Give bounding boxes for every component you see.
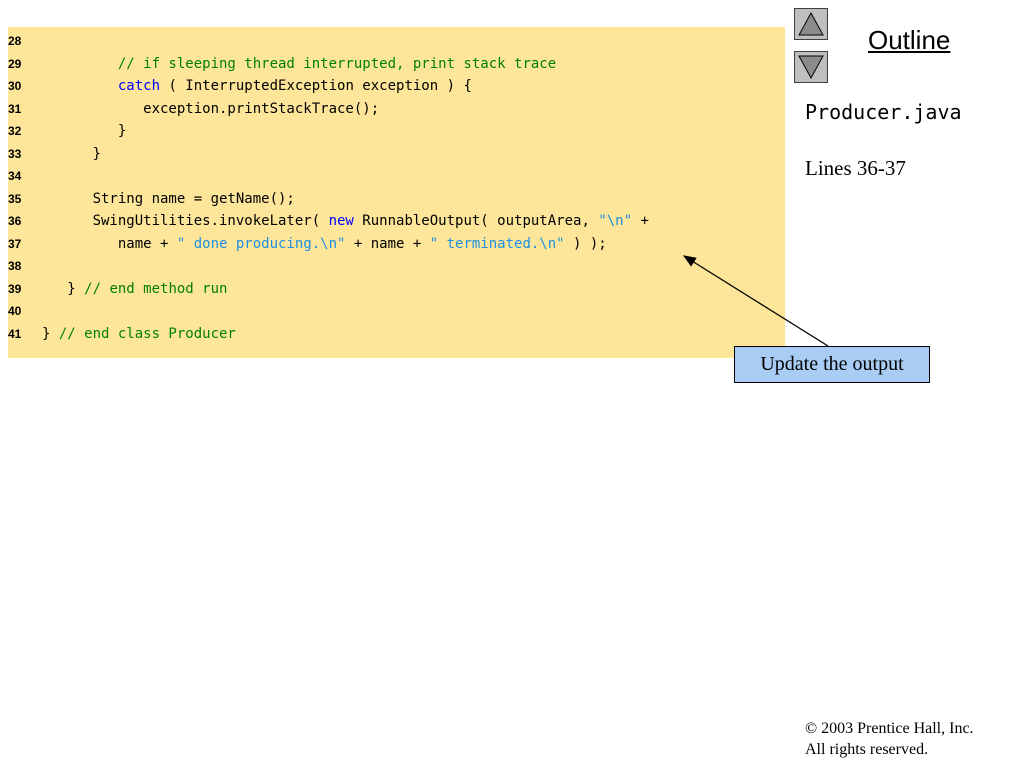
code-token-plain: } [42, 280, 85, 297]
line-number: 35 [8, 191, 22, 206]
code-token-plain: exception.printStackTrace(); [42, 100, 380, 117]
code-token-plain: } [42, 145, 102, 162]
code-token-plain: ( InterruptedException exception ) { [160, 78, 472, 94]
triangle-down-icon [798, 55, 824, 80]
code-text: } [42, 120, 126, 142]
code-token-comment: // end class Producer [58, 325, 236, 342]
line-number: 34 [8, 169, 22, 183]
line-number: 40 [8, 304, 22, 318]
code-token-keyword: catch [117, 78, 161, 94]
line-number: 36 [8, 214, 22, 228]
code-token-plain [42, 78, 118, 94]
code-text: String name = getName(); [42, 188, 295, 210]
code-token-plain: RunnableOutput( outputArea, [353, 213, 599, 229]
line-number: 37 [8, 236, 22, 251]
line-number: 33 [8, 146, 22, 161]
code-token-keyword: new [328, 213, 354, 229]
line-number: 30 [8, 79, 22, 93]
rights-line: All rights reserved. [805, 741, 929, 758]
copyright-line: © 2003 Prentice Hall, Inc. [805, 720, 974, 737]
code-token-comment: // if sleeping thread interrupted, print… [117, 55, 557, 72]
code-text: } // end class Producer [42, 323, 236, 345]
code-text: exception.printStackTrace(); [42, 98, 379, 120]
code-token-comment: // end method run [84, 280, 228, 297]
code-panel: 28 29 // if sleeping thread interrupted, … [8, 27, 785, 358]
code-text: SwingUtilities.invokeLater( new Runnable… [42, 210, 649, 232]
copyright-notice: © 2003 Prentice Hall, Inc. All rights re… [805, 718, 974, 760]
code-token-string: " done producing.\n" [176, 235, 346, 252]
code-token-string: "\n" [598, 213, 633, 229]
code-token-plain [42, 56, 118, 72]
code-token-plain: String name = getName(); [42, 190, 295, 207]
line-number: 28 [8, 34, 22, 48]
code-token-plain: } [42, 325, 59, 342]
line-number: 29 [8, 56, 22, 71]
code-token-plain: ) ); [564, 235, 607, 252]
line-number: 39 [8, 281, 22, 296]
line-number: 38 [8, 259, 22, 273]
code-token-plain: + name + [345, 235, 430, 252]
code-token-plain: name + [42, 235, 177, 252]
previous-slide-button[interactable] [794, 8, 828, 40]
line-number: 41 [8, 326, 22, 341]
file-name: Producer.java [805, 100, 962, 124]
line-number: 31 [8, 101, 22, 116]
code-token-plain: } [42, 123, 127, 139]
code-token-plain: + [632, 213, 649, 229]
next-slide-button[interactable] [794, 51, 828, 83]
line-number: 32 [8, 124, 22, 138]
outline-link[interactable]: Outline [868, 25, 951, 55]
code-text: // if sleeping thread interrupted, print… [42, 53, 556, 75]
code-text: name + " done producing.\n" + name + " t… [42, 233, 607, 255]
code-text: } // end method run [42, 278, 227, 300]
triangle-up-icon [798, 11, 824, 36]
code-token-string: " terminated.\n" [429, 235, 565, 252]
code-text: catch ( InterruptedException exception )… [42, 75, 472, 97]
code-text: } [42, 143, 101, 165]
lines-label: Lines 36-37 [805, 156, 906, 180]
callout-box: Update the output [734, 346, 930, 383]
code-token-plain: SwingUtilities.invokeLater( [42, 213, 329, 229]
